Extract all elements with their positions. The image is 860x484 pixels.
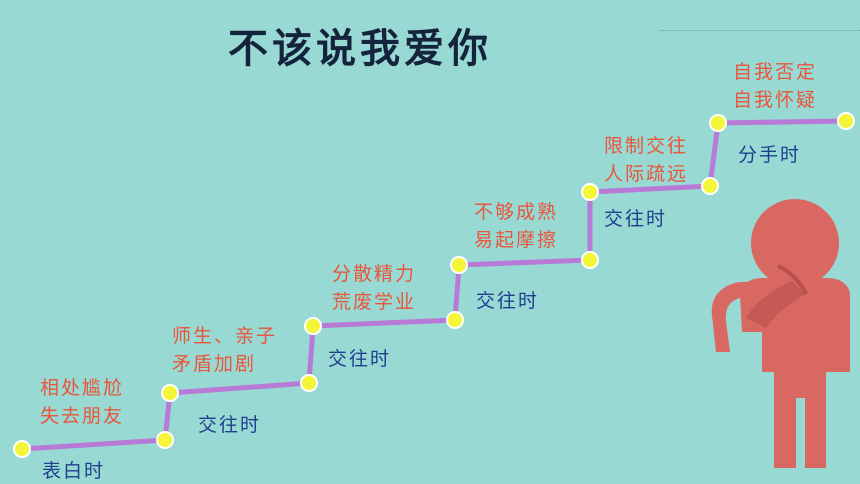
note-line: 相处尴尬 [40, 377, 125, 399]
step-4-stage-label: 交往时 [476, 290, 540, 312]
stair-node [837, 112, 855, 130]
note-line: 分散精力 [332, 263, 417, 285]
step-4-note: 不够成熟 易起摩擦 [474, 198, 558, 254]
stair-node [581, 251, 599, 269]
note-line: 失去朋友 [40, 405, 125, 427]
stair-node [581, 183, 599, 201]
step-2-note: 师生、亲子 矛盾加剧 [172, 322, 277, 378]
step-6-stage-label: 分手时 [738, 144, 802, 166]
stair-node [304, 317, 322, 335]
step-6-note: 自我否定 自我怀疑 [733, 58, 817, 114]
stair-node [446, 311, 464, 329]
step-3-stage-label: 交往时 [328, 348, 392, 370]
note-line: 限制交往 [604, 135, 689, 157]
stair-node [161, 384, 179, 402]
thinking-person-icon [711, 199, 850, 468]
step-1-stage-label: 表白时 [42, 460, 106, 482]
note-line: 人际疏远 [604, 163, 689, 185]
note-line: 荒废学业 [332, 291, 417, 313]
note-line: 矛盾加剧 [172, 353, 257, 375]
staircase-line [21, 118, 847, 452]
staircase-nodes [13, 112, 855, 458]
stair-node [450, 256, 468, 274]
note-line: 不够成熟 [474, 201, 559, 223]
slide-title: 不该说我爱你 [228, 25, 492, 72]
note-line: 自我怀疑 [733, 89, 818, 111]
note-line: 师生、亲子 [172, 325, 278, 347]
step-3-note: 分散精力 荒废学业 [332, 260, 416, 316]
stair-node [13, 440, 31, 458]
step-2-stage-label: 交往时 [198, 414, 262, 436]
step-5-note: 限制交往 人际疏远 [604, 132, 688, 188]
decorative-dotted-line [660, 30, 860, 31]
step-5-stage-label: 交往时 [604, 208, 668, 230]
note-line: 易起摩擦 [474, 229, 559, 251]
stair-node [156, 431, 174, 449]
step-1-note: 相处尴尬 失去朋友 [40, 374, 124, 430]
stair-node [709, 114, 727, 132]
stair-node [300, 374, 318, 392]
note-line: 自我否定 [733, 61, 818, 83]
stair-node [701, 177, 719, 195]
